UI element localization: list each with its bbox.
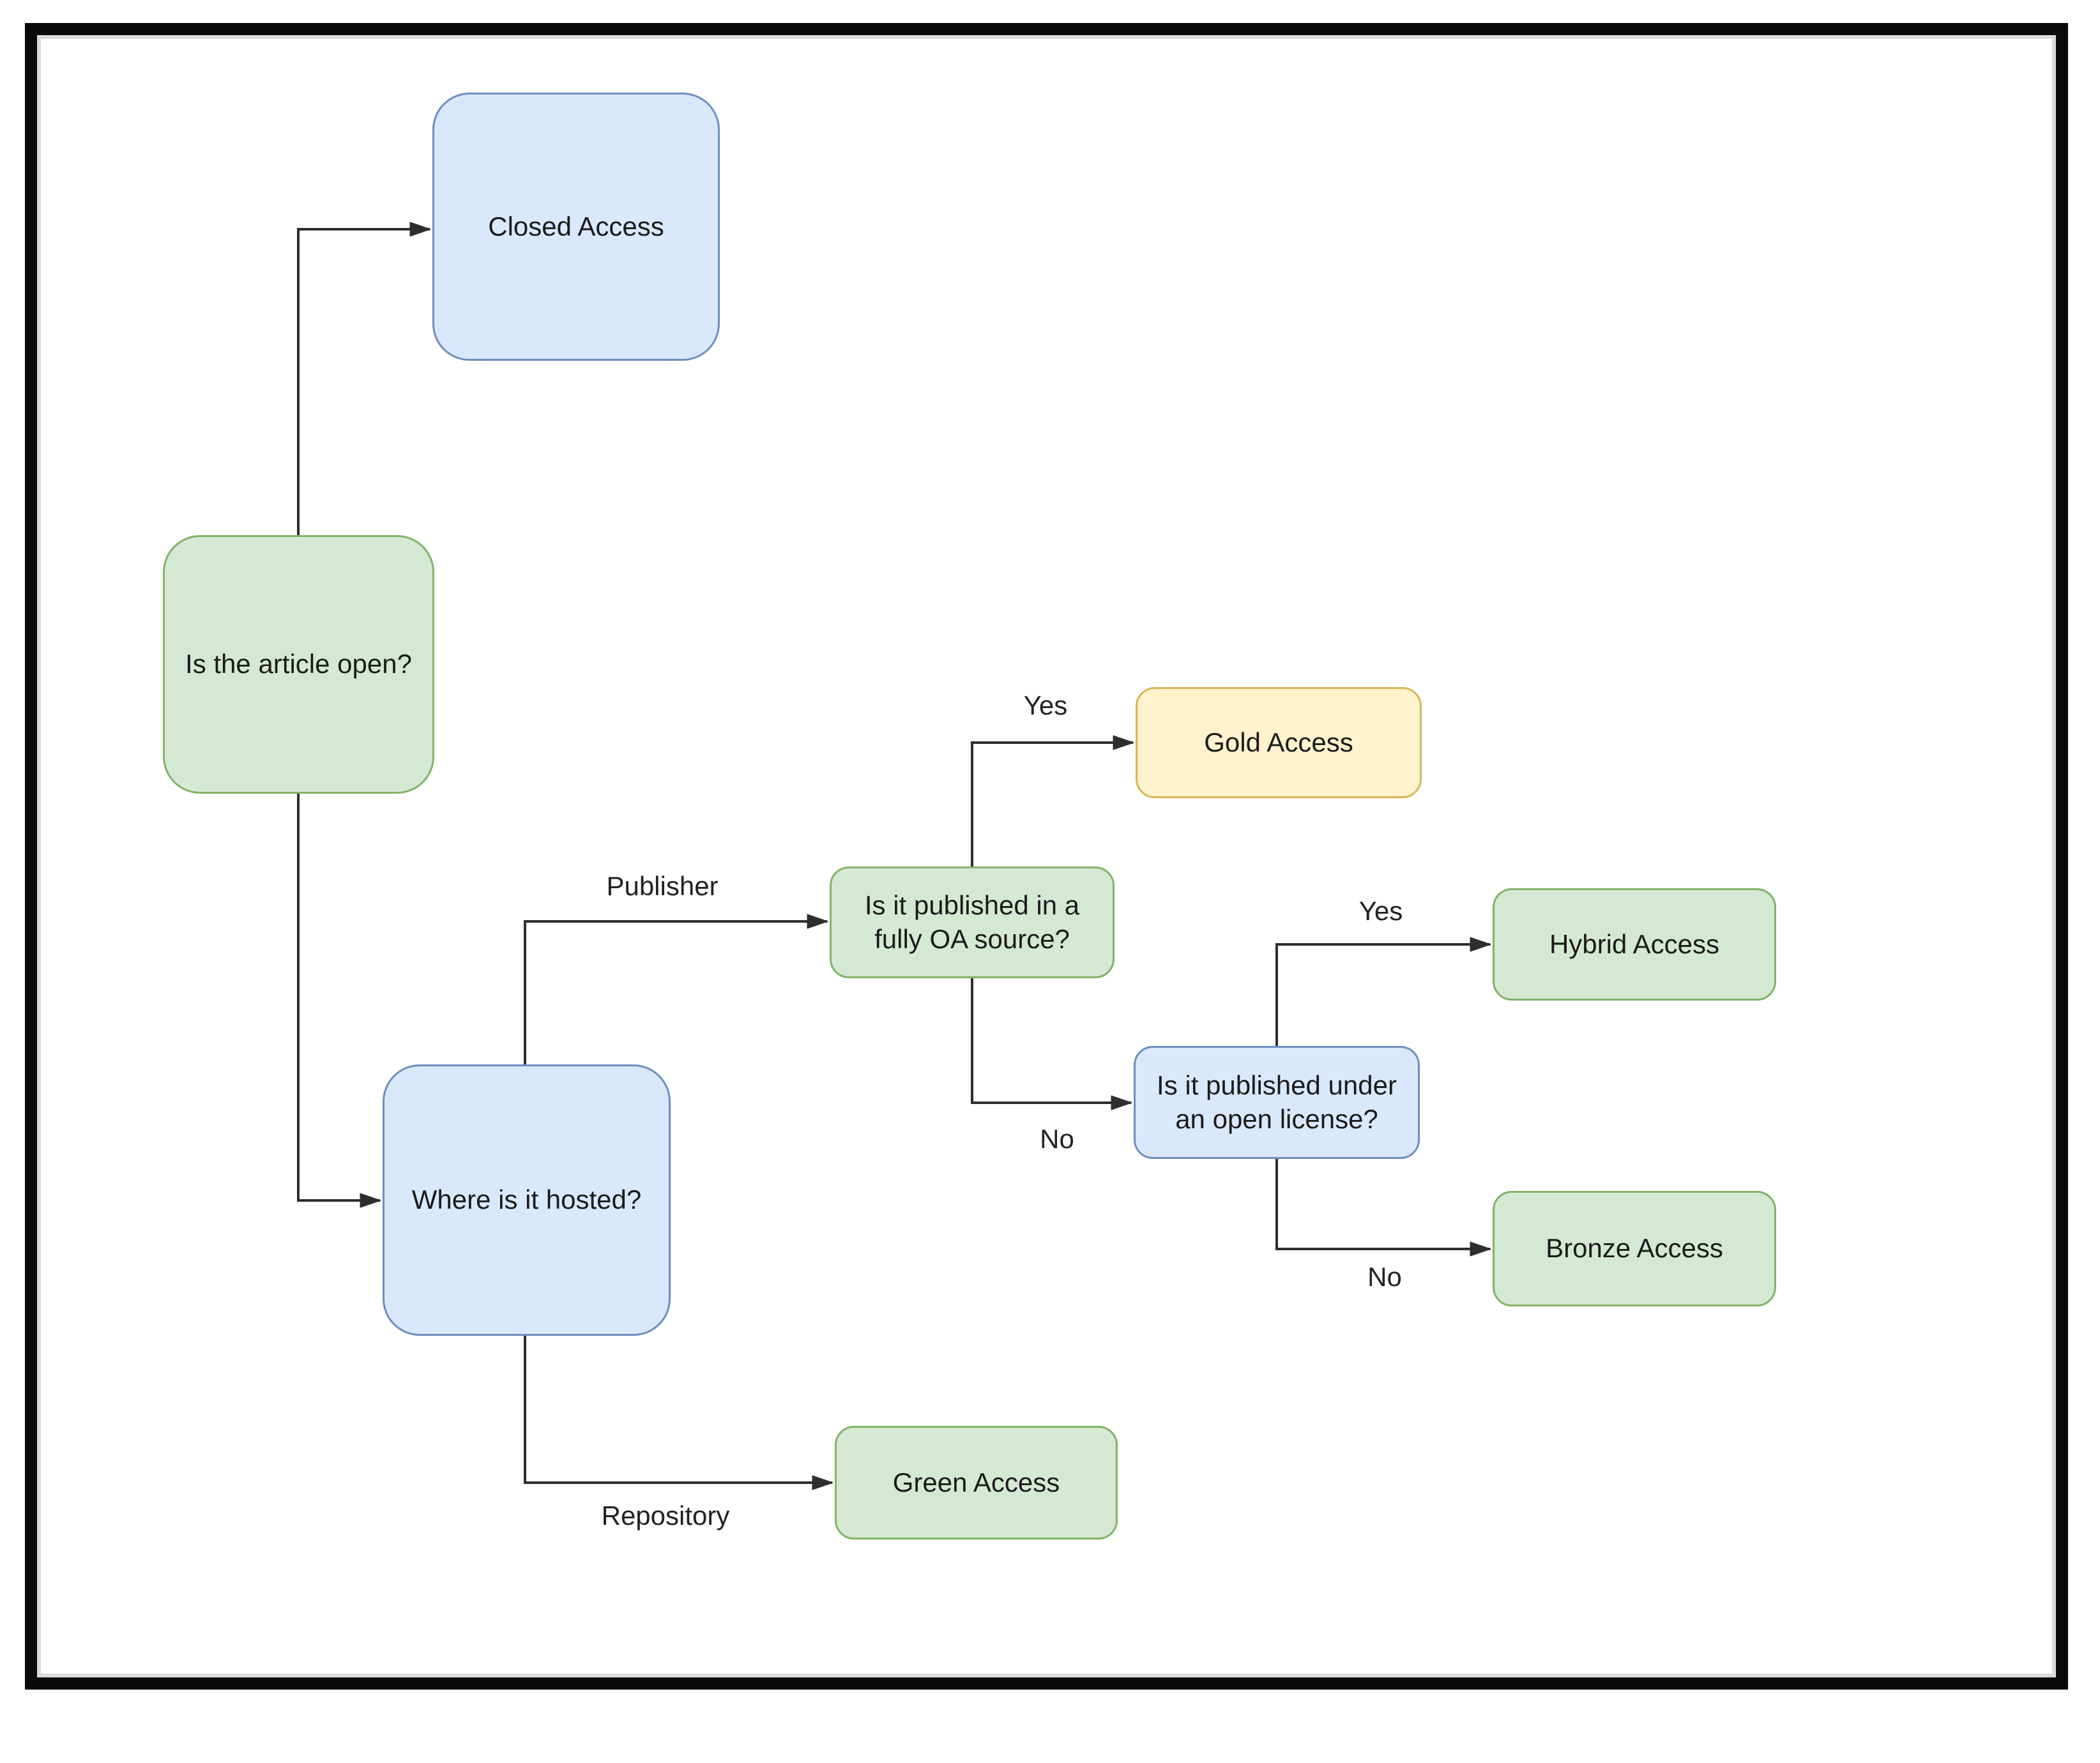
edge-label-yes-hybrid: Yes [1356,896,1406,927]
node-fully-oa-source-label: Is it published in a fully OA source? [864,890,1080,954]
node-is-article-open-label: Is the article open? [185,649,412,679]
edge-label-no-bronze: No [1365,1262,1404,1292]
node-green-access-label: Green Access [892,1467,1060,1497]
node-closed-access: Closed Access [432,93,720,361]
node-open-license-label: Is it published under an open license? [1157,1070,1397,1134]
node-bronze-access: Bronze Access [1493,1191,1776,1306]
edge-openlicense-to-hybridaccess-yes [1275,937,1491,1047]
node-gold-access: Gold Access [1136,687,1422,798]
node-open-license: Is it published under an open license? [1134,1046,1420,1159]
node-hybrid-access-label: Hybrid Access [1549,928,1720,959]
edge-articleopen-to-wherehosted [297,792,381,1208]
edge-oasource-to-goldaccess-yes [971,735,1134,868]
node-closed-access-label: Closed Access [488,211,664,241]
edge-wherehosted-to-greenaccess-repository [524,1335,833,1490]
edge-label-yes-gold: Yes [1021,690,1070,721]
edge-label-publisher: Publisher [604,871,721,902]
node-hybrid-access: Hybrid Access [1493,888,1776,1001]
node-where-hosted-label: Where is it hosted? [411,1184,642,1215]
node-gold-access-label: Gold Access [1204,727,1353,757]
edge-articleopen-to-closedaccess [297,222,431,536]
node-green-access: Green Access [835,1426,1118,1540]
edge-label-no-open-license: No [1037,1124,1077,1154]
node-is-article-open: Is the article open? [163,535,434,794]
edge-openlicense-to-bronzeaccess-no [1275,1158,1491,1257]
edge-oasource-to-openlicense-no [971,977,1132,1110]
node-fully-oa-source: Is it published in a fully OA source? [830,866,1115,978]
node-bronze-access-label: Bronze Access [1546,1233,1723,1264]
node-where-hosted: Where is it hosted? [383,1064,671,1336]
diagram-outer-frame [25,23,2068,1690]
edge-wherehosted-to-oasource-publisher [524,914,828,1066]
edge-label-repository: Repository [598,1501,733,1531]
